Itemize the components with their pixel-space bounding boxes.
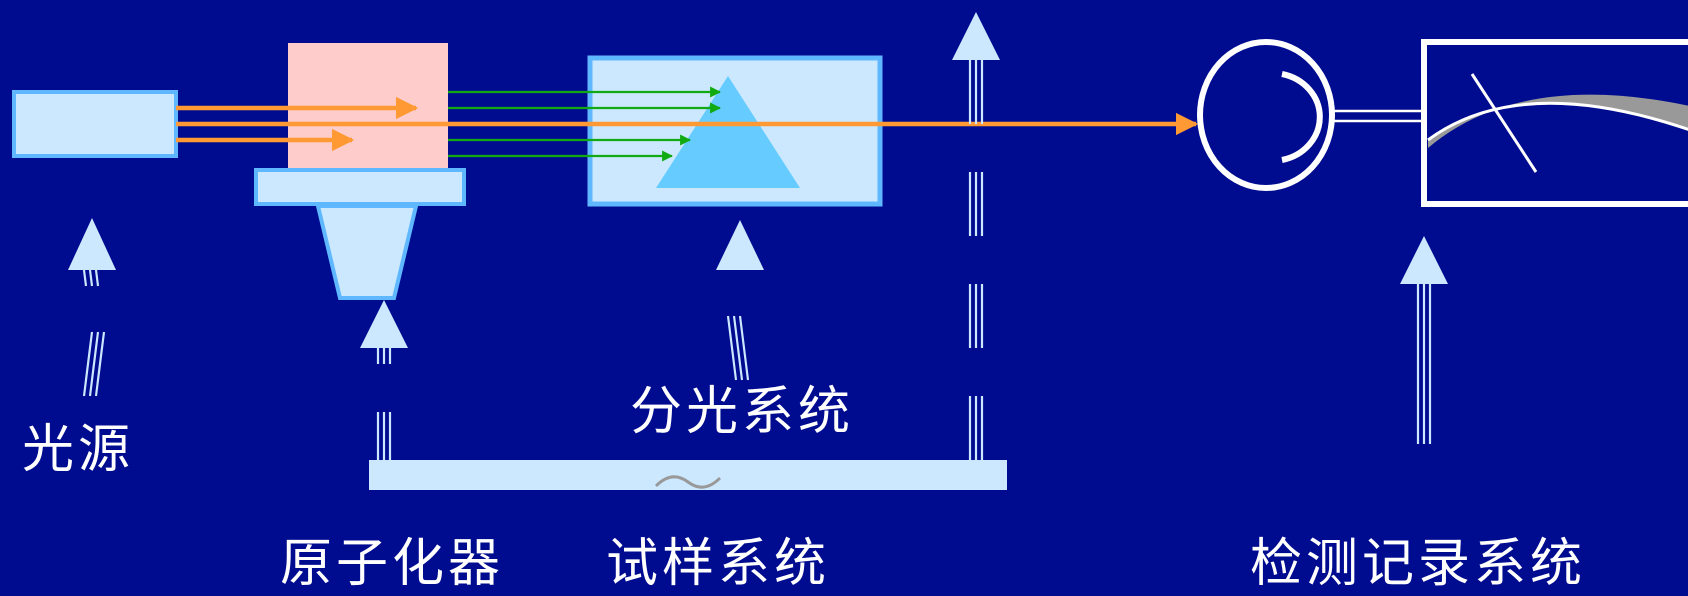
light-source-lamp — [12, 90, 178, 158]
atomizer-up-arrow — [360, 300, 408, 460]
light-source-up-arrow-shaft-1-2 — [94, 331, 106, 397]
dispersion-up-arrow — [716, 220, 764, 381]
dispersion-system-label: 分光系统 — [630, 382, 855, 442]
detector-cathode — [1281, 71, 1323, 163]
light-source-up-arrow — [68, 218, 116, 397]
light-source-up-arrow-head — [68, 218, 116, 270]
detection-up-arrow-head — [1400, 236, 1448, 284]
light-source-up-arrow-shaft-0-1 — [88, 269, 94, 287]
atomizer-up-arrow-head — [360, 300, 408, 348]
dispersion-up-arrow-head — [716, 220, 764, 270]
sample-to-monochromator-up-arrow-head — [952, 12, 1000, 60]
sample-system-label: 试样系统 — [606, 534, 831, 594]
atomizer-nebulizer-chamber — [315, 204, 419, 300]
dispersion-up-arrow-shaft-0-1 — [732, 315, 744, 381]
light-source-up-arrow-shaft-1-1 — [88, 331, 100, 397]
atomizer-burner-head — [254, 168, 466, 206]
dispersion-prism — [656, 76, 800, 188]
dispersion-up-arrow-shaft-0-2 — [738, 315, 750, 381]
detector-circle — [1197, 39, 1335, 191]
sample-tilde-icon — [654, 475, 722, 489]
detection-up-arrow — [1400, 236, 1448, 444]
recorder-display-frame — [1421, 39, 1688, 207]
recorder-scale-arc-edge — [1427, 101, 1688, 142]
light-source-up-arrow-shaft-0-0 — [82, 269, 88, 287]
atomizer-label: 原子化器 — [280, 534, 505, 594]
detection-recording-system-label: 检测记录系统 — [1250, 534, 1587, 594]
sample-to-monochromator-up-arrow — [952, 12, 1000, 460]
light-source-up-arrow-shaft-1-0 — [82, 331, 94, 397]
light-source-label: 光源 — [22, 420, 135, 480]
recorder-scale-arc — [1428, 94, 1688, 148]
light-source-up-arrow-shaft-0-2 — [94, 269, 100, 287]
recorder-needle — [1470, 73, 1538, 173]
sample-system-bar — [369, 460, 1007, 490]
dispersion-up-arrow-shaft-0-0 — [726, 315, 738, 381]
